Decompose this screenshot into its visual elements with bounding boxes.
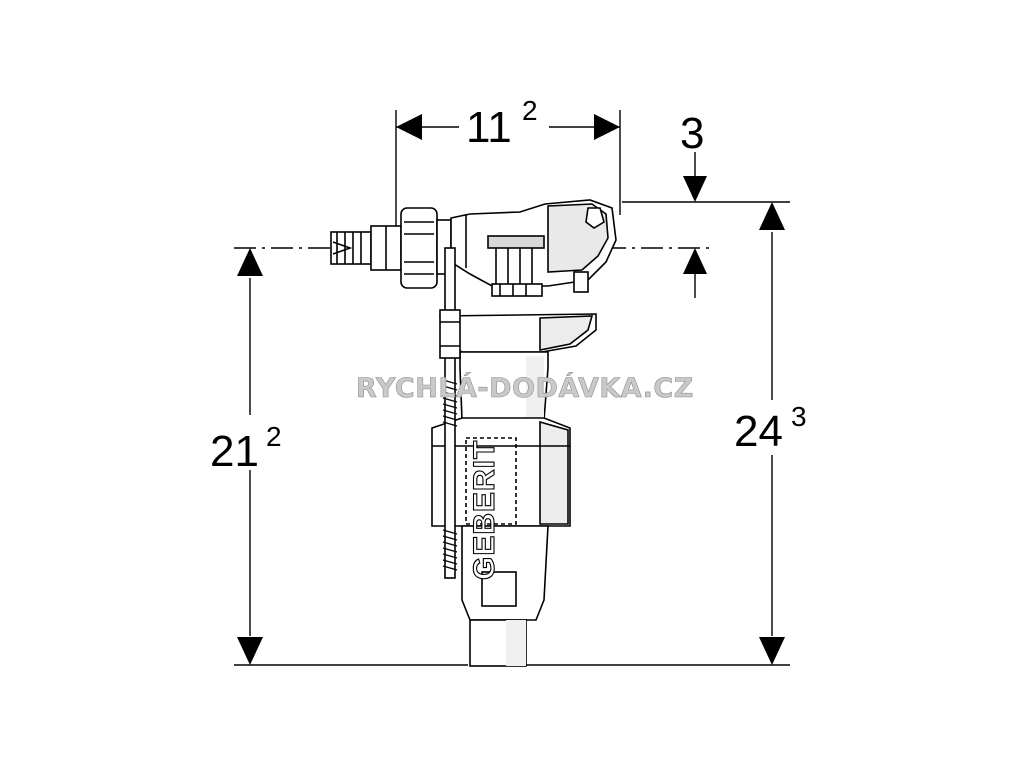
dim-top-width-sup: 2 xyxy=(522,95,538,126)
valve-head xyxy=(450,199,617,297)
lower-shaft xyxy=(461,525,549,667)
dim-left-height-sup: 2 xyxy=(266,421,282,452)
union-nut xyxy=(400,207,452,289)
dim-right-height-sup: 3 xyxy=(791,401,807,432)
dim-top-width-base: 11 xyxy=(466,103,512,152)
dim-left-height-base: 21 xyxy=(210,427,259,476)
dimension-top-width: 11 2 xyxy=(466,95,538,152)
float xyxy=(431,417,571,527)
cover-plate xyxy=(438,313,597,353)
inlet-connector xyxy=(330,225,402,271)
fill-valve: GEBERIT xyxy=(330,199,617,667)
dimension-right-height: 24 3 xyxy=(734,401,807,456)
adjusting-rod xyxy=(439,247,461,579)
dim-right-height-base: 24 xyxy=(734,407,783,456)
dimension-offset: 3 xyxy=(680,109,704,158)
brand-logo-text: GEBERIT xyxy=(468,440,501,580)
dimension-lines xyxy=(234,110,790,666)
dim-offset-base: 3 xyxy=(680,109,704,158)
upper-shaft xyxy=(459,351,549,421)
dimension-left-height: 21 2 xyxy=(210,421,282,476)
watermark-text: RYCHLÁ-DODÁVKA.CZ xyxy=(356,372,694,404)
